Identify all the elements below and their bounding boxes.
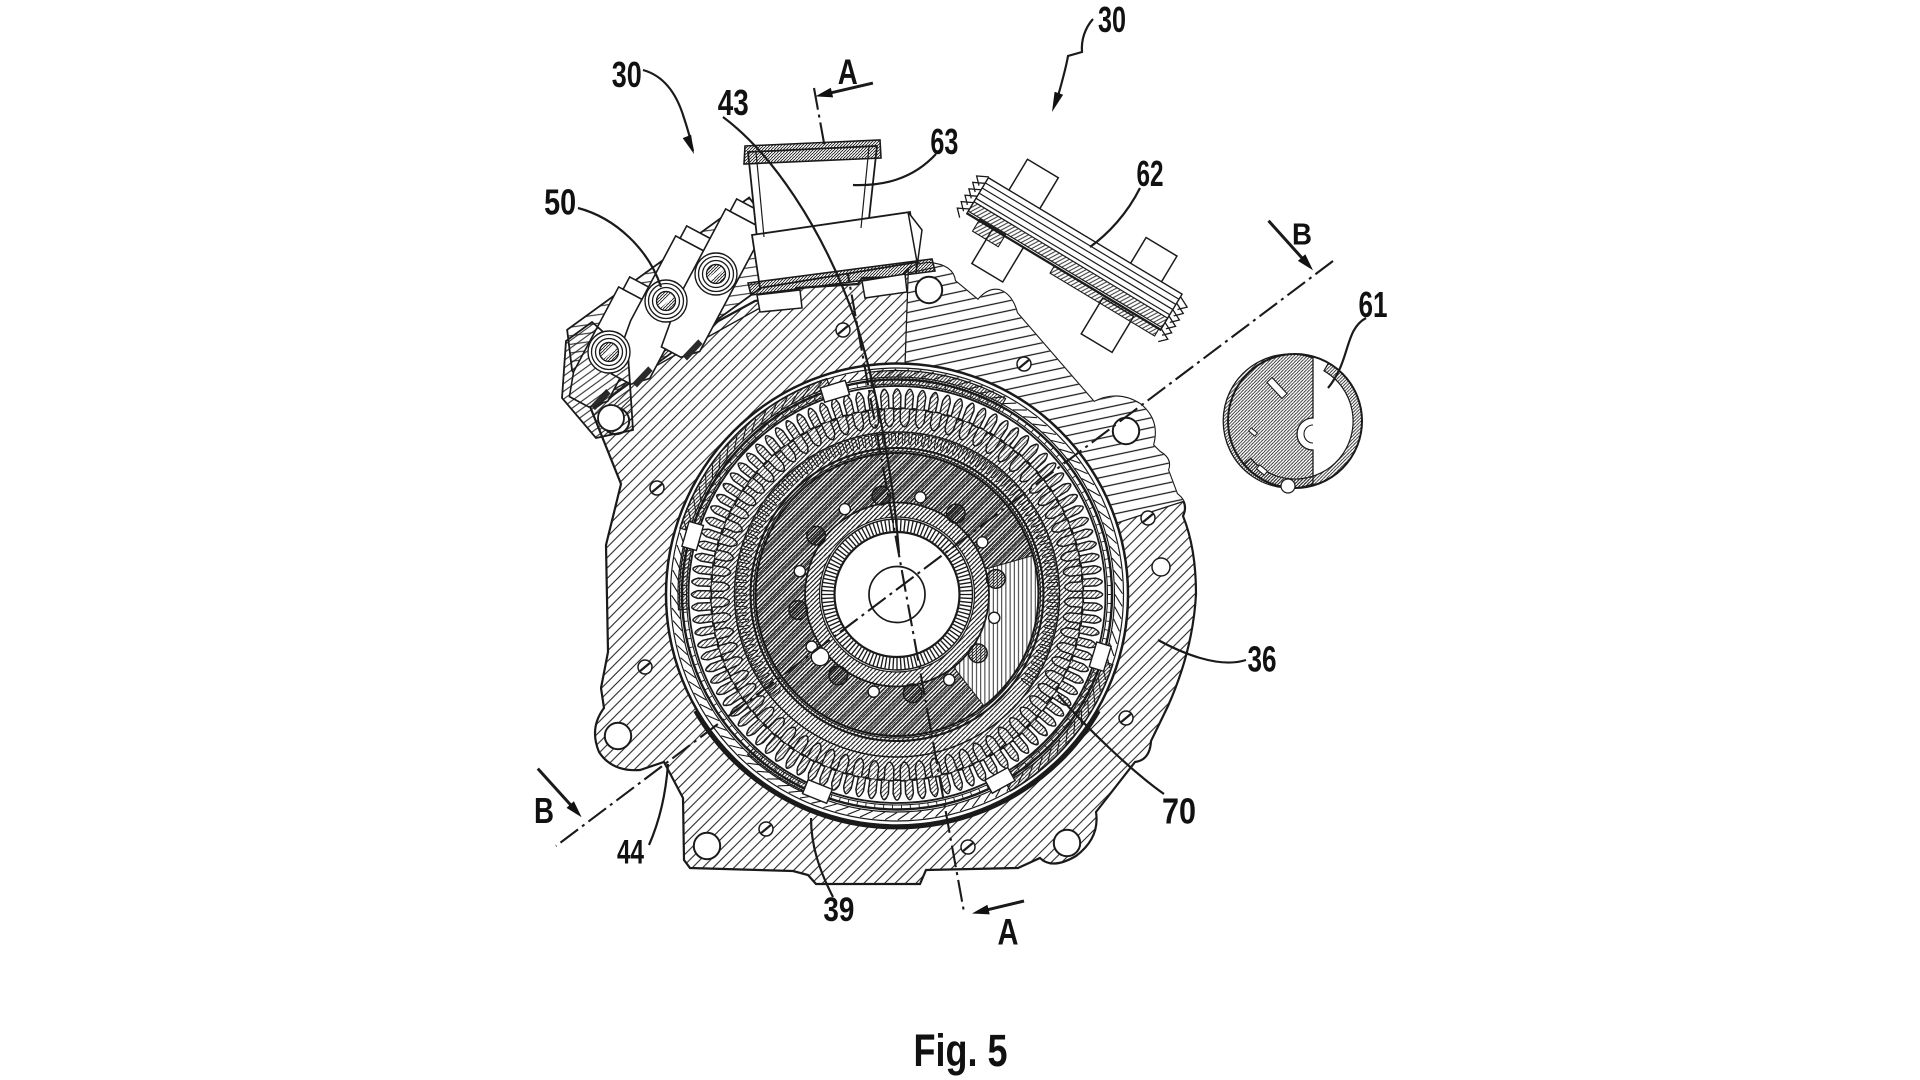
- svg-text:62: 62: [1137, 153, 1164, 194]
- svg-text:50: 50: [544, 182, 576, 223]
- svg-text:30: 30: [1098, 0, 1126, 40]
- svg-text:Fig. 5: Fig. 5: [914, 1025, 1008, 1076]
- svg-text:A: A: [998, 912, 1019, 953]
- svg-text:B: B: [534, 790, 554, 831]
- svg-text:30: 30: [612, 54, 642, 95]
- svg-text:61: 61: [1359, 284, 1388, 325]
- svg-text:63: 63: [930, 121, 958, 162]
- svg-text:44: 44: [617, 834, 644, 872]
- svg-text:70: 70: [1162, 791, 1196, 832]
- svg-text:A: A: [838, 53, 858, 92]
- svg-text:43: 43: [718, 82, 749, 123]
- svg-text:39: 39: [823, 891, 854, 929]
- svg-text:36: 36: [1248, 639, 1277, 680]
- svg-text:B: B: [1292, 216, 1312, 251]
